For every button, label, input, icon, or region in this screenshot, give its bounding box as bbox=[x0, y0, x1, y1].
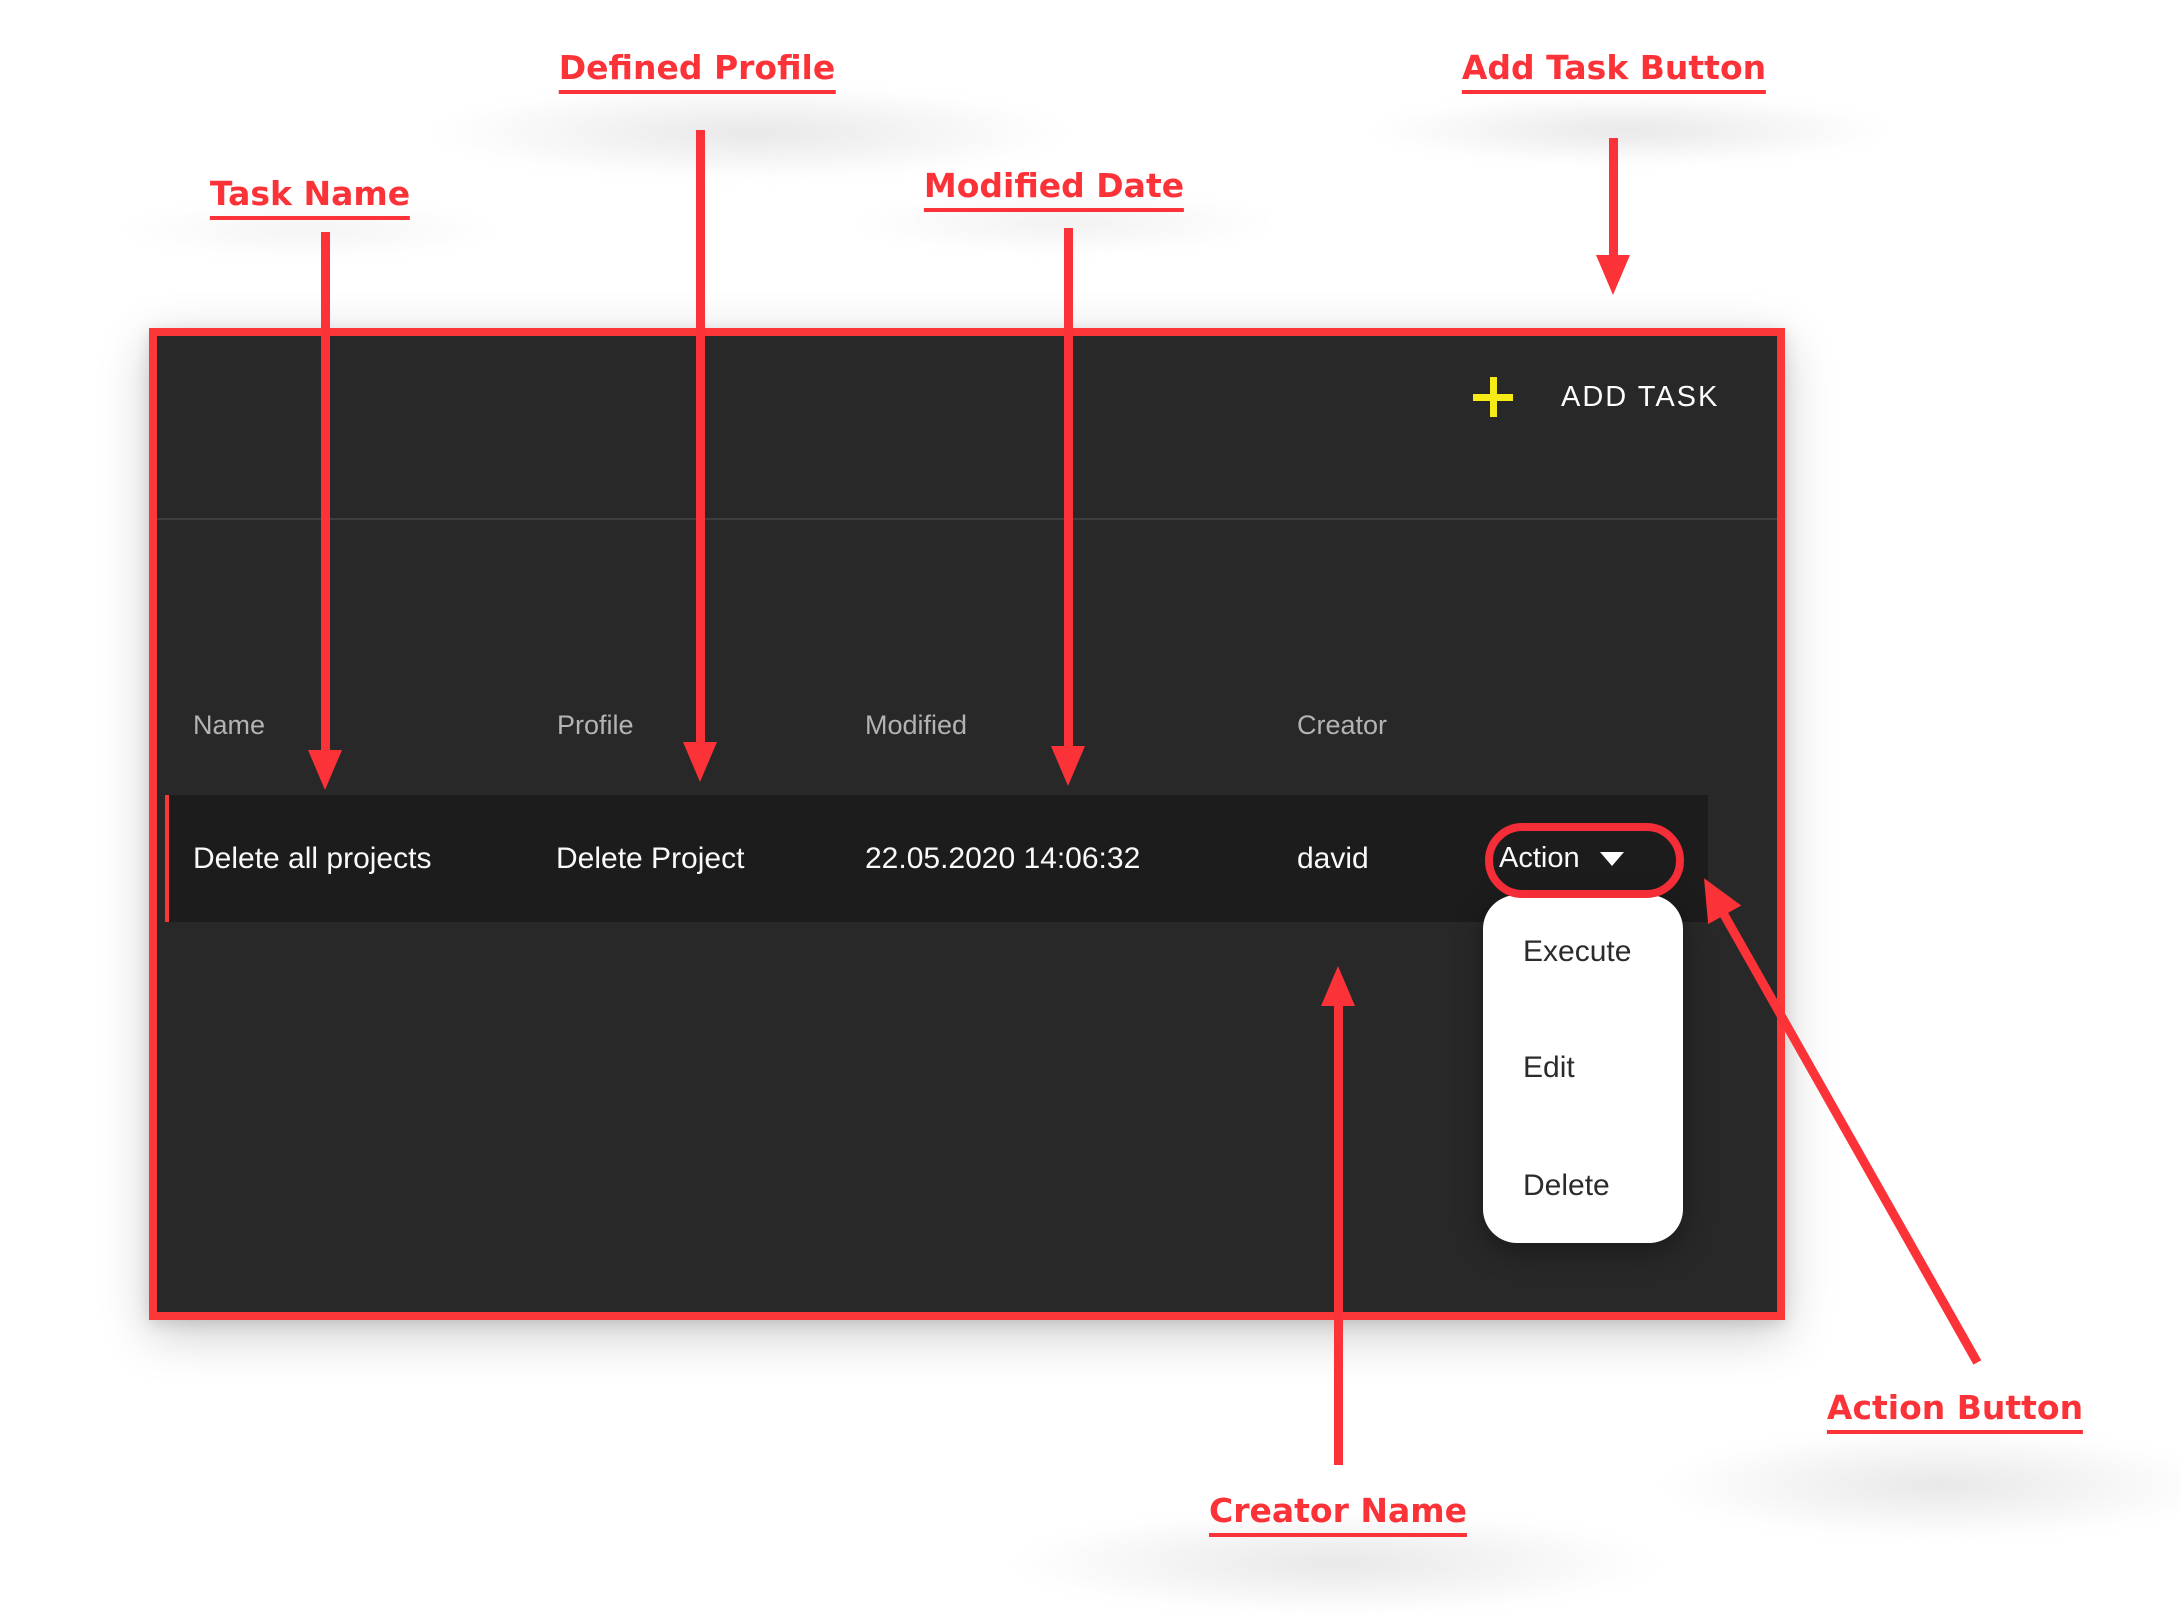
column-header-name: Name bbox=[193, 710, 266, 740]
row-profile: Delete Project bbox=[556, 841, 745, 875]
shadow-blob bbox=[1660, 1430, 2180, 1540]
annotation-action-button: Action Button bbox=[1826, 1388, 2084, 1434]
annotation-modified-date: Modified Date bbox=[923, 166, 1185, 212]
column-header-creator: Creator bbox=[1297, 710, 1388, 740]
annotation-defined-profile: Defined Profile bbox=[558, 48, 836, 94]
caret-down-icon bbox=[1599, 851, 1624, 866]
dropdown-item-execute[interactable]: Execute bbox=[1523, 935, 1632, 968]
column-header-profile: Profile bbox=[557, 710, 634, 740]
row-task-name: Delete all projects bbox=[193, 841, 432, 875]
shadow-blob bbox=[430, 85, 1070, 180]
action-button-highlight-ellipse bbox=[1485, 823, 1684, 898]
toolbar-divider bbox=[157, 518, 1777, 520]
dropdown-item-delete[interactable]: Delete bbox=[1523, 1169, 1610, 1202]
table-row[interactable]: Delete all projects Delete Project 22.05… bbox=[165, 795, 1708, 922]
plus-icon bbox=[1473, 377, 1513, 417]
annotation-add-task-button: Add Task Button bbox=[1461, 48, 1767, 94]
column-header-modified: Modified bbox=[865, 710, 968, 740]
shadow-blob bbox=[120, 200, 500, 260]
action-dropdown-menu: Execute Edit Delete bbox=[1483, 895, 1683, 1243]
dropdown-item-edit[interactable]: Edit bbox=[1523, 1051, 1575, 1084]
row-modified-date: 22.05.2020 14:06:32 bbox=[865, 841, 1141, 875]
annotation-creator-name: Creator Name bbox=[1208, 1491, 1468, 1537]
shadow-blob bbox=[1370, 95, 1890, 165]
add-task-label: ADD TASK bbox=[1561, 380, 1720, 413]
add-task-button[interactable]: ADD TASK bbox=[1447, 360, 1767, 434]
row-creator-name: david bbox=[1297, 841, 1369, 875]
annotation-task-name: Task Name bbox=[209, 174, 411, 220]
task-list-panel: ADD TASK Name Profile Modified Creator D… bbox=[149, 328, 1785, 1320]
